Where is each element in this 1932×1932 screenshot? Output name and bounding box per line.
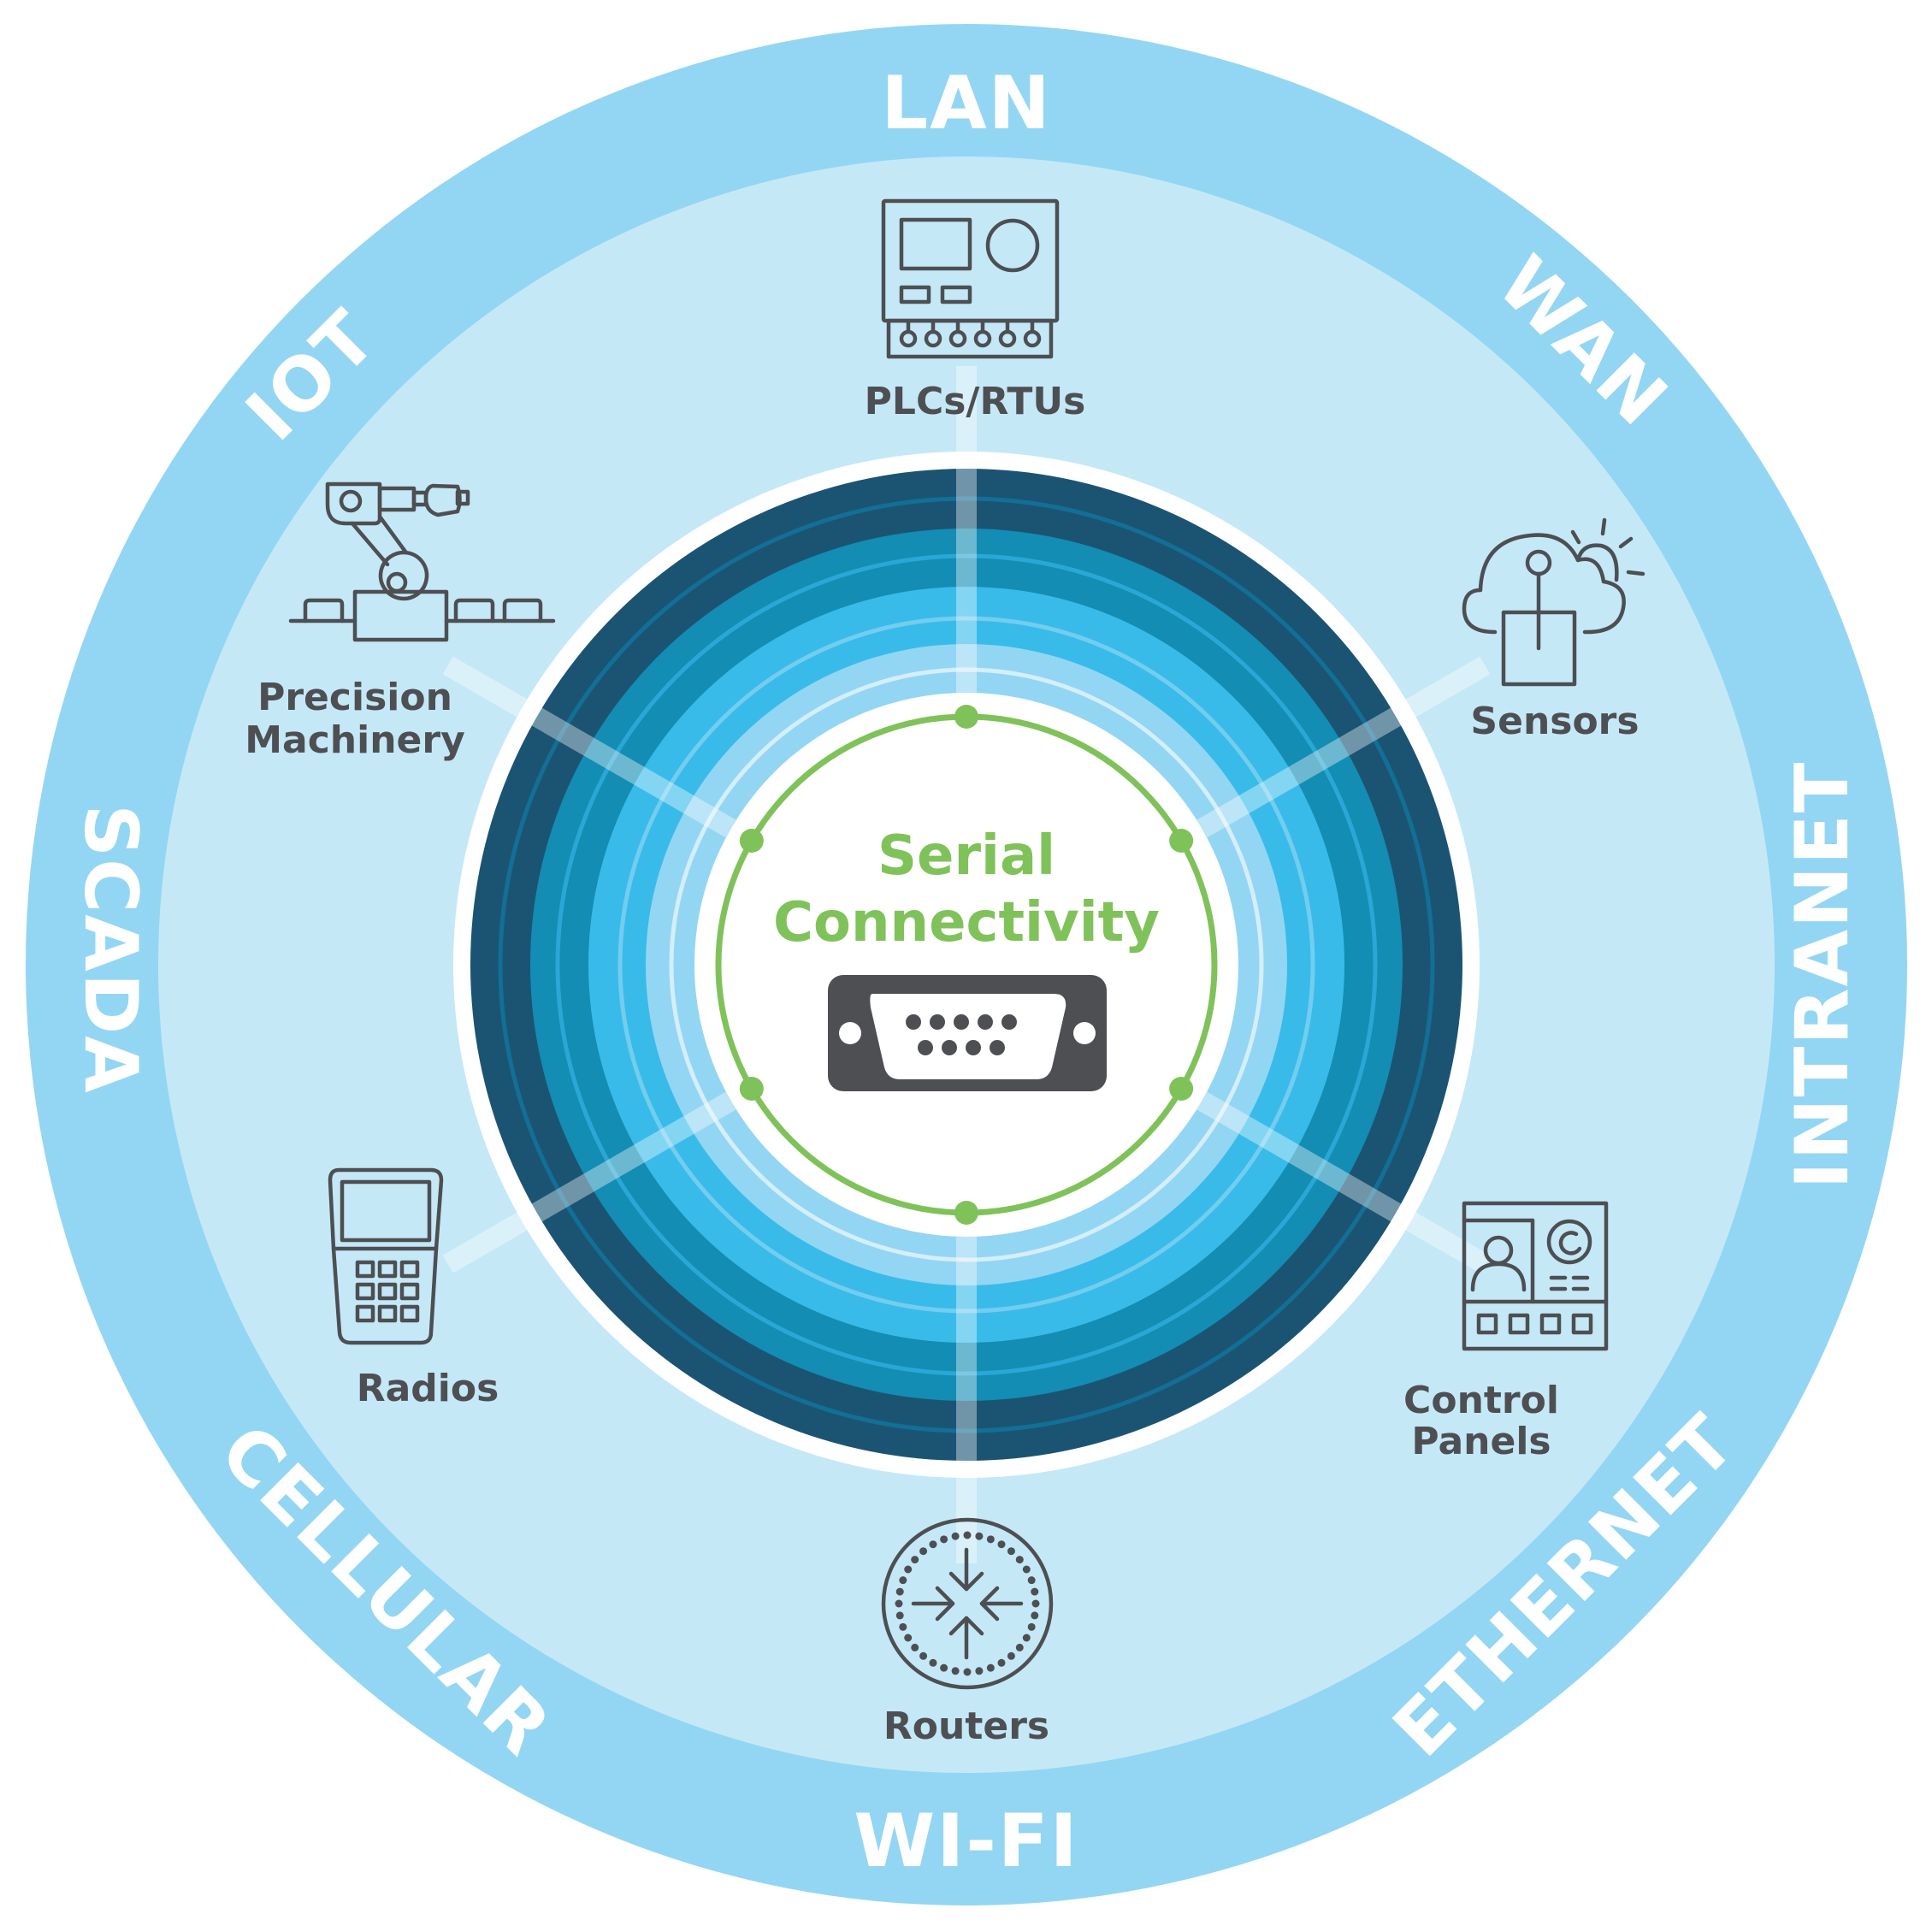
radial-spoke — [442, 656, 736, 838]
plc-rtu-icon — [881, 198, 1060, 359]
connection-nodes — [739, 705, 1194, 1225]
device-precision-machinery: Precision Machinery — [245, 482, 556, 762]
device-label-precision-machinery-line-2: Machinery — [245, 718, 465, 762]
network-label-intranet: INTRANET — [1780, 761, 1865, 1190]
center-title-line-1: Serial — [877, 824, 1055, 888]
device-label-routers: Routers — [883, 1705, 1049, 1748]
control-panel-icon — [1462, 1201, 1609, 1351]
device-label-control-panels-line-1: Control — [1403, 1379, 1559, 1422]
connection-node — [739, 1077, 764, 1101]
router-icon — [881, 1517, 1054, 1690]
device-sensors: Sensors — [1462, 517, 1645, 743]
radial-spoke — [1196, 1091, 1491, 1273]
device-label-precision-machinery-line-1: Precision — [257, 676, 452, 719]
connection-node — [1169, 829, 1194, 853]
center-white-disc — [694, 693, 1238, 1237]
device-control-panels: Control Panels — [1403, 1201, 1609, 1463]
device-routers: Routers — [881, 1517, 1054, 1748]
network-label-lan: LAN — [881, 61, 1051, 146]
network-label-wifi: WI-FI — [854, 1799, 1078, 1884]
device-plcs-rtus: PLCs/RTUs — [865, 198, 1086, 423]
radial-spoke — [442, 1091, 736, 1273]
network-label-scada: SCADA — [68, 804, 153, 1095]
device-radios: Radios — [328, 1167, 499, 1410]
robotic-arm-icon — [288, 482, 556, 642]
device-label-sensors: Sensors — [1470, 700, 1639, 743]
radial-spoke — [1196, 656, 1491, 838]
band-bright-line — [617, 616, 1315, 1314]
sensor-cloud-icon — [1462, 517, 1645, 687]
band-light-line — [669, 667, 1264, 1262]
connection-node — [954, 1201, 978, 1225]
concentric-bands — [470, 469, 1462, 1461]
device-label-radios: Radios — [357, 1367, 499, 1410]
device-label-control-panels-line-2: Panels — [1411, 1420, 1551, 1463]
connection-node — [1169, 1077, 1194, 1101]
device-label-plcs-rtus: PLCs/RTUs — [865, 380, 1086, 423]
connection-node — [954, 705, 978, 729]
connection-node — [739, 829, 764, 853]
handheld-radio-icon — [328, 1167, 444, 1345]
radial-spokes — [442, 366, 1491, 1563]
band-dark-line — [498, 496, 1435, 1433]
center-title-line-2: Connectivity — [773, 891, 1160, 954]
db9-serial-connector-icon — [828, 975, 1107, 1091]
band-mid-line — [555, 553, 1378, 1376]
